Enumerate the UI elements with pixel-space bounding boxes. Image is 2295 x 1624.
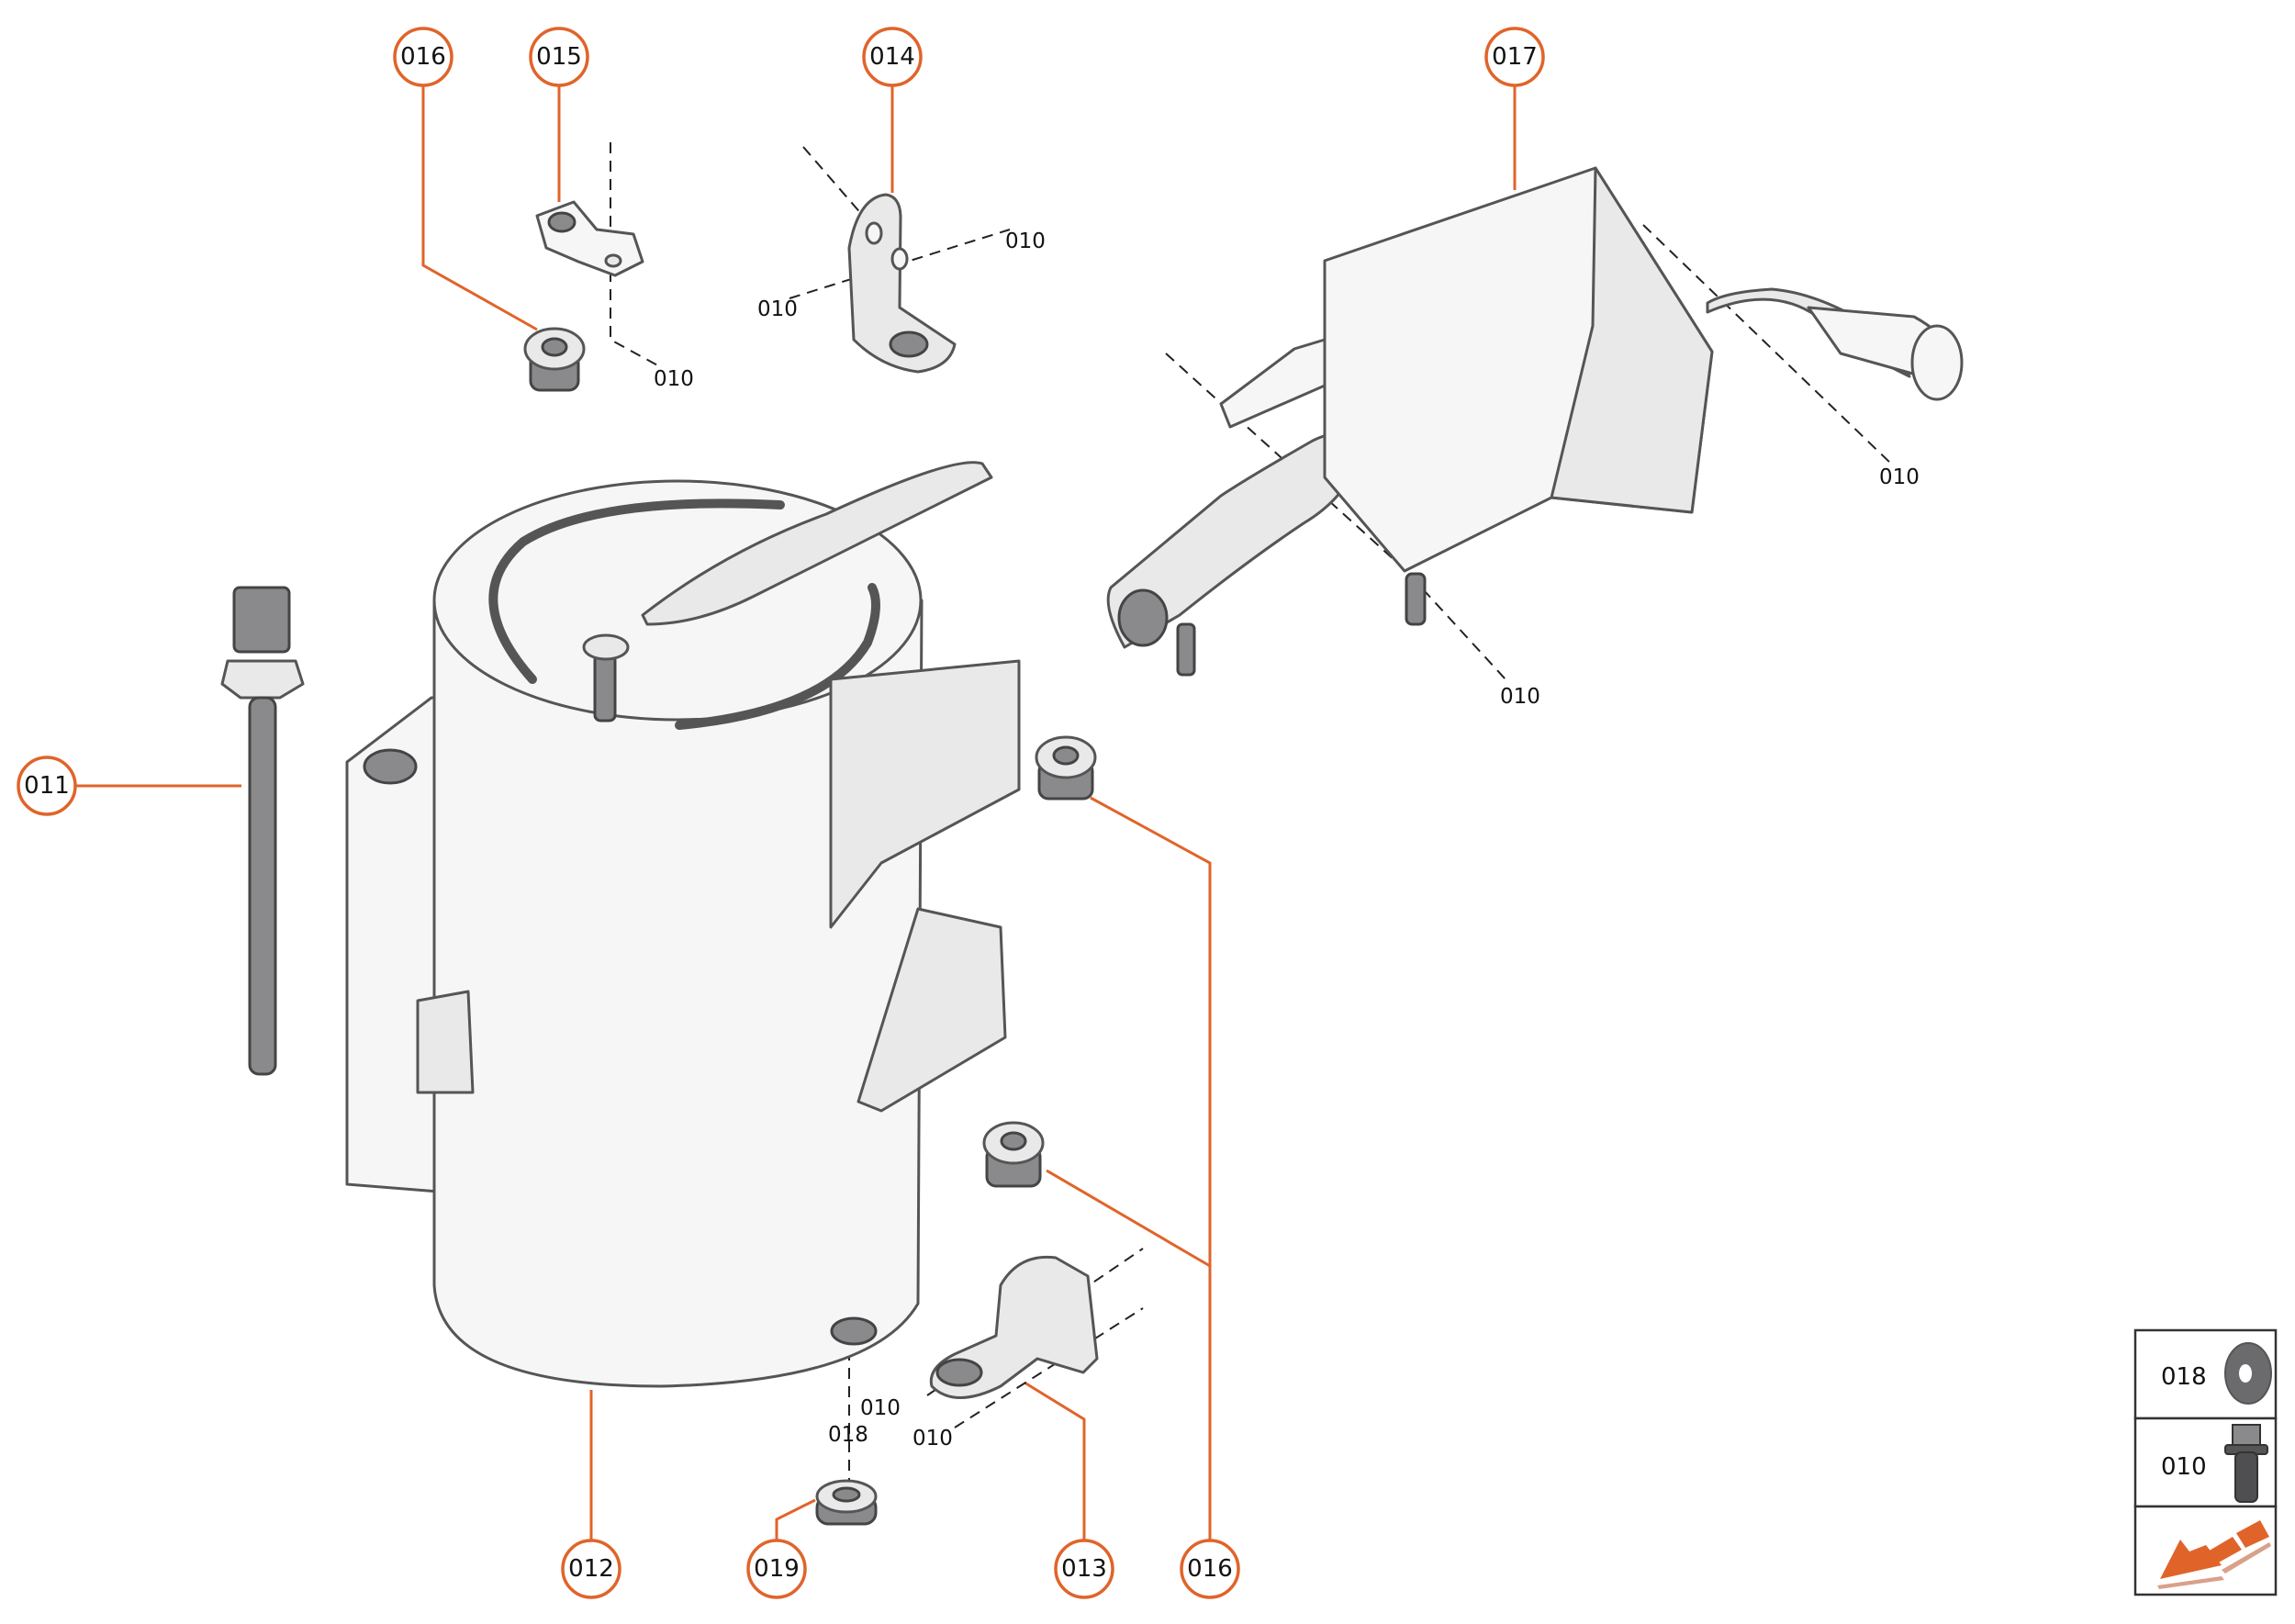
ref-label: 010 (1005, 230, 1046, 253)
grommet-016-top (523, 327, 586, 392)
svg-text:015: 015 (536, 43, 582, 71)
callout-013[interactable]: 013 (1054, 1539, 1114, 1599)
fastener-legend: 018 010 (2133, 1328, 2278, 1596)
leader-013 (1024, 1381, 1086, 1540)
svg-text:017: 017 (1492, 43, 1538, 71)
muffler-017 (1106, 166, 1964, 677)
ref-label: 010 (912, 1427, 953, 1450)
bolt-icon (2224, 1424, 2268, 1503)
washer-019 (815, 1479, 878, 1526)
orientation-arrow-icon (2157, 1520, 2271, 1589)
svg-text:011: 011 (24, 772, 70, 800)
legend-label-018: 018 (2161, 1363, 2207, 1391)
bracket-015 (535, 200, 644, 277)
ref-label: 018 (828, 1423, 868, 1447)
callout-016-top[interactable]: 016 (393, 27, 453, 87)
callout-016-bottom[interactable]: 016 (1180, 1539, 1240, 1599)
callout-019[interactable]: 019 (746, 1539, 807, 1599)
svg-text:013: 013 (1061, 1555, 1107, 1583)
callout-015[interactable]: 015 (529, 27, 589, 87)
svg-text:012: 012 (568, 1555, 614, 1583)
ref-label: 010 (860, 1396, 901, 1420)
leader-lines (76, 86, 1517, 1540)
callout-011[interactable]: 011 (17, 756, 77, 816)
sensor-011 (220, 586, 305, 1076)
leader-016-bottom-branch (1046, 1169, 1211, 1268)
svg-text:016: 016 (400, 43, 446, 71)
legend-label-010: 010 (2161, 1453, 2207, 1481)
washer-icon (2224, 1342, 2272, 1405)
grommet-016-bottom (982, 735, 1097, 1188)
bracket-014 (847, 193, 957, 374)
callout-017[interactable]: 017 (1484, 27, 1545, 87)
callout-012[interactable]: 012 (561, 1539, 621, 1599)
ref-label: 010 (757, 297, 798, 321)
ref-label: 010 (1500, 685, 1540, 709)
ref-label: 010 (654, 367, 694, 391)
reference-labels: 010 010 010 010 010 010 010 018 (654, 230, 1920, 1450)
leader-016-top (421, 86, 538, 331)
svg-text:016: 016 (1187, 1555, 1233, 1583)
svg-text:014: 014 (869, 43, 915, 71)
tank-012 (345, 461, 1021, 1388)
bracket-013 (929, 1255, 1099, 1399)
svg-text:019: 019 (754, 1555, 800, 1583)
callout-014[interactable]: 014 (862, 27, 923, 87)
leader-016-bottom (1090, 796, 1212, 1540)
ref-label: 010 (1879, 465, 1920, 489)
leader-019 (775, 1498, 816, 1540)
